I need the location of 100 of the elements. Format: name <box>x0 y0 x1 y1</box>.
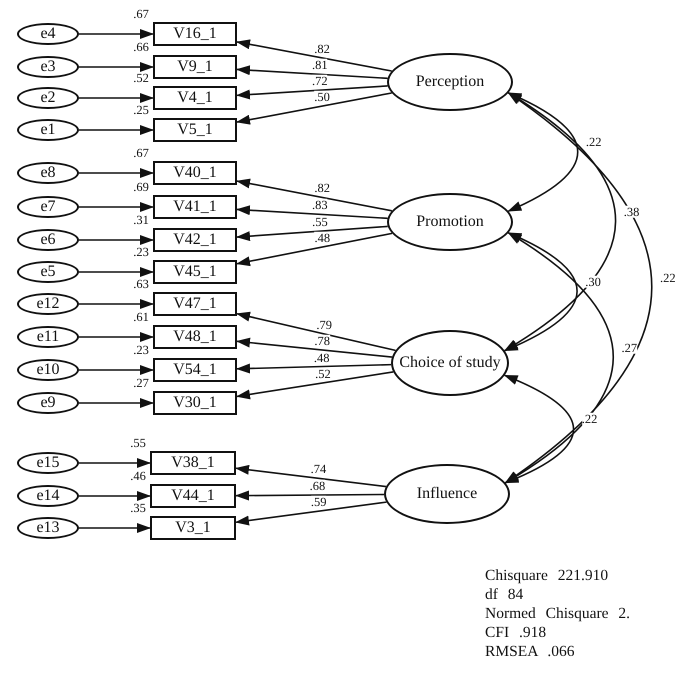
arrow <box>236 226 388 242</box>
observed-variable-box: V3_1 <box>150 516 236 540</box>
edge-label: .72 <box>312 74 328 88</box>
squared-correlation-label: .69 <box>133 180 149 194</box>
arrow <box>236 371 394 400</box>
arrow <box>236 312 396 352</box>
arrow <box>79 491 151 501</box>
latent-variable-ellipse: Promotion <box>387 193 513 251</box>
squared-correlation-label: .63 <box>133 278 149 290</box>
arrow <box>236 39 392 72</box>
edge-label: .82 <box>314 182 330 195</box>
squared-correlation-label: .35 <box>130 502 146 514</box>
double-headed-arrow <box>504 92 616 352</box>
double-headed-arrow <box>504 232 614 484</box>
observed-variable-box: V5_1 <box>153 118 237 142</box>
edge-label: .22 <box>660 272 676 284</box>
edge-label: .52 <box>315 368 331 380</box>
squared-correlation-label: .31 <box>133 214 149 226</box>
error-term-ellipse: e11 <box>17 326 79 348</box>
observed-variable-box: V16_1 <box>153 22 237 46</box>
edge-label: .50 <box>314 90 330 104</box>
observed-variable-box: V4_1 <box>153 86 237 110</box>
arrow <box>79 398 154 408</box>
arrow <box>79 365 154 375</box>
arrow <box>236 65 388 80</box>
arrow <box>79 168 154 178</box>
fit-statistic: Normed Chisquare 2. <box>485 604 630 623</box>
edge-label: .55 <box>312 216 328 228</box>
error-term-ellipse: e2 <box>17 87 79 109</box>
squared-correlation-label: .61 <box>133 310 149 324</box>
observed-variable-box: V9_1 <box>153 55 237 79</box>
edge-label: .38 <box>624 206 640 218</box>
arrow <box>236 92 392 125</box>
error-term-ellipse: e12 <box>17 293 79 315</box>
observed-variable-box: V44_1 <box>150 484 236 508</box>
arrow <box>79 93 154 103</box>
edge-label: .82 <box>314 42 330 56</box>
error-term-ellipse: e1 <box>17 119 79 141</box>
error-term-ellipse: e10 <box>17 359 79 381</box>
arrow <box>236 205 388 220</box>
error-term-ellipse: e4 <box>17 23 79 45</box>
edge-label: .83 <box>312 199 328 212</box>
arrow <box>79 29 154 39</box>
edge-label: .59 <box>310 496 326 508</box>
error-term-ellipse: e3 <box>17 56 79 78</box>
observed-variable-box: V48_1 <box>153 325 237 349</box>
edge-label: .79 <box>316 318 332 332</box>
error-term-ellipse: e13 <box>17 517 79 539</box>
arrow <box>236 85 388 100</box>
edge-label: .30 <box>585 276 601 288</box>
squared-correlation-label: .66 <box>133 40 149 54</box>
arrow <box>79 125 154 135</box>
squared-correlation-label: .25 <box>133 104 149 116</box>
latent-variable-ellipse: Perception <box>387 53 513 111</box>
observed-variable-box: V47_1 <box>153 292 237 316</box>
arrow <box>236 178 392 212</box>
edge-label: .48 <box>314 351 330 364</box>
squared-correlation-label: .23 <box>133 344 149 356</box>
arrow <box>79 267 154 277</box>
observed-variable-box: V42_1 <box>153 228 237 252</box>
error-term-ellipse: e6 <box>17 229 79 251</box>
edge-label: .48 <box>314 232 330 244</box>
error-term-ellipse: e7 <box>17 196 79 218</box>
arrow <box>79 332 154 342</box>
error-term-ellipse: e5 <box>17 261 79 283</box>
squared-correlation-label: .23 <box>133 246 149 258</box>
fit-statistic: df 84 <box>485 585 524 604</box>
arrow <box>79 62 154 72</box>
edge-label: .22 <box>582 412 598 426</box>
arrow <box>235 501 386 526</box>
arrow <box>235 464 386 488</box>
error-term-ellipse: e9 <box>17 392 79 414</box>
arrow <box>79 523 151 533</box>
arrow <box>236 338 392 358</box>
arrow <box>235 490 384 501</box>
double-headed-arrow <box>508 92 578 212</box>
squared-correlation-label: .55 <box>130 436 146 450</box>
fit-statistic: Chisquare 221.910 <box>485 566 610 585</box>
observed-variable-box: V45_1 <box>153 260 237 284</box>
edge-label: .81 <box>312 59 328 72</box>
observed-variable-box: V41_1 <box>153 195 237 219</box>
error-term-ellipse: e15 <box>17 452 79 474</box>
edge-label: .78 <box>314 334 330 348</box>
squared-correlation-label: .67 <box>133 8 149 20</box>
arrow <box>236 364 392 374</box>
fit-statistic: CFI .918 <box>485 623 548 642</box>
squared-correlation-label: .46 <box>130 470 146 482</box>
latent-variable-ellipse: Influence <box>384 464 510 524</box>
observed-variable-box: V38_1 <box>150 451 236 475</box>
arrow <box>236 232 392 266</box>
error-term-ellipse: e8 <box>17 162 79 184</box>
latent-variable-ellipse: Choice of study <box>391 330 509 396</box>
squared-correlation-label: .27 <box>133 376 149 390</box>
edge-label: .68 <box>310 480 326 492</box>
edge-label: .27 <box>621 342 638 354</box>
fit-statistic: RMSEA .066 <box>485 642 576 661</box>
squared-correlation-label: .67 <box>133 146 149 160</box>
error-term-ellipse: e14 <box>17 485 79 507</box>
squared-correlation-label: .52 <box>133 72 149 84</box>
arrow <box>79 202 154 212</box>
